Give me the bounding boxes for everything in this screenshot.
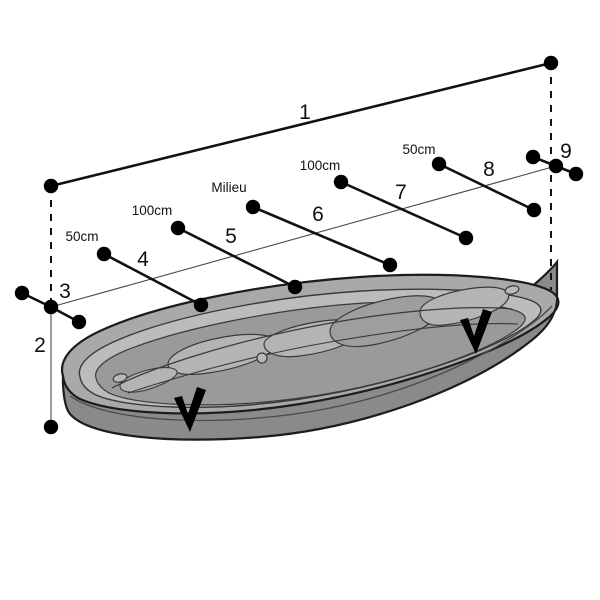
cover-seam-front-edge (259, 295, 558, 438)
measurement-number-labels-group: 1 2 3 4 5 6 7 8 9 (34, 101, 572, 357)
measurement-label-3: 3 (59, 280, 71, 303)
measurement-label-2: 2 (34, 334, 46, 357)
measurement-label-4: 4 (137, 248, 149, 271)
cover-seam-lower-fold (69, 305, 553, 422)
measurement-lines-group (21, 61, 577, 427)
line-3-baseline (50, 165, 557, 308)
right-100cm-dot (333, 174, 349, 190)
measurement-label-8: 8 (483, 158, 495, 181)
distance-label-left-100cm: 100cm (132, 203, 173, 218)
line5-end-dot (287, 279, 303, 295)
distance-label-middle: Milieu (211, 180, 246, 195)
v-marker-right-icon (460, 309, 492, 354)
line-7-girth (340, 180, 467, 240)
cover-drain-hole (256, 352, 268, 364)
left-bottom-dot (43, 419, 59, 435)
line-1-overall-length (50, 61, 552, 188)
distance-label-right-50cm: 50cm (402, 142, 435, 157)
kayak-cover-illustration (60, 258, 560, 441)
cover-grommet-stern (112, 373, 128, 383)
top-right-anchor (543, 55, 559, 71)
v-markers-group (174, 309, 492, 432)
left-hub-dot (43, 299, 59, 315)
line-4-girth (103, 252, 202, 307)
measurement-label-7: 7 (395, 181, 407, 204)
left-hub-upper-dot (14, 285, 30, 301)
line6-end-dot (382, 257, 398, 273)
top-left-anchor (43, 178, 59, 194)
measurement-label-6: 6 (312, 203, 324, 226)
cover-ridge-line-long (111, 307, 513, 389)
right-hub-upper-dot (525, 149, 541, 165)
line8-end-dot (526, 202, 542, 218)
measurement-label-9: 9 (560, 140, 572, 163)
dashed-guides-group (50, 63, 552, 307)
distance-label-left-50cm: 50cm (65, 229, 98, 244)
line7-end-dot (458, 230, 474, 246)
left-50cm-dot (96, 246, 112, 262)
line-6-girth (252, 205, 391, 267)
right-hub-lower-dot (568, 166, 584, 182)
measurement-label-5: 5 (225, 225, 237, 248)
left-100cm-dot (170, 220, 186, 236)
line-8-girth (438, 162, 535, 212)
cover-panel-stern-tail (119, 367, 178, 393)
measurement-label-1: 1 (299, 101, 311, 124)
distance-label-right-100cm: 100cm (300, 158, 341, 173)
right-hub-dot (548, 158, 564, 174)
line4-end-dot (193, 297, 209, 313)
left-hub-lower-dot (71, 314, 87, 330)
cover-grommet-bow (504, 285, 520, 295)
measurement-dots-group (14, 55, 584, 435)
line-5-girth (177, 226, 296, 289)
v-marker-left-icon (174, 387, 206, 432)
right-50cm-dot (431, 156, 447, 172)
middle-dot (245, 199, 261, 215)
cover-panel-bow-pad (419, 286, 510, 326)
